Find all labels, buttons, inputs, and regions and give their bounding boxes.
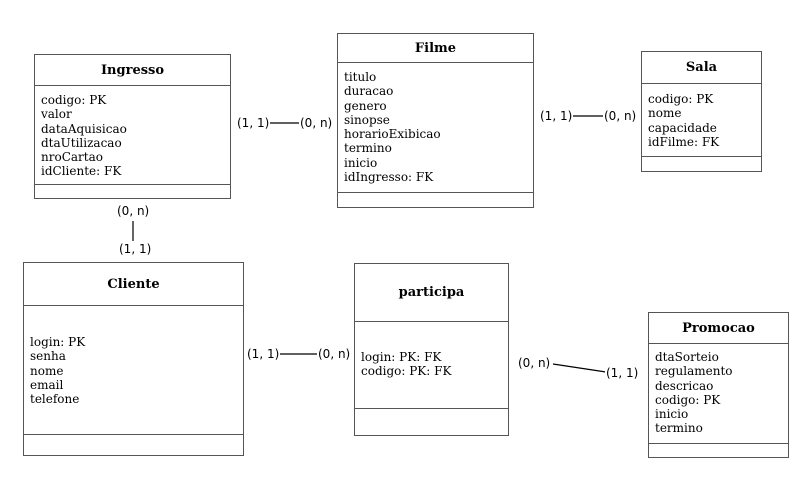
attribute: capacidade [648,120,717,135]
entity-attributes-section [24,306,243,435]
attribute: codigo: PK [648,92,714,106]
cardinality-label: (0, n) [299,116,334,130]
attribute: codigo: PK: FK [361,364,452,379]
entity-title: Ingresso [35,55,230,86]
attribute: genero [344,98,387,113]
entity-attributes-section [642,84,761,157]
attribute: idFilme: FK [648,134,720,149]
entity-title: Cliente [24,263,243,306]
cardinality-label: (1, 1) [539,109,574,123]
attribute: termino [344,141,392,156]
attribute: codigo: PK [655,392,721,407]
attribute-list: login: PK senha nome email telefone [30,335,239,406]
entity-participa[interactable]: participa login: PK: FK codigo: PK: FK [354,263,509,436]
entity-attributes-section [355,322,508,409]
attribute: sinopse [344,112,390,127]
attribute-list: codigo: PK nome capacidade idFilme: FK [648,92,757,149]
attribute: codigo: PK [41,93,107,107]
entity-ingresso[interactable]: Ingresso codigo: PK valor dataAquisicao … [34,54,231,199]
attribute: regulamento [655,364,733,379]
attribute: login: PK: FK [361,350,442,364]
entity-promocao[interactable]: Promocao dtaSorteio regulamento descrica… [648,312,789,458]
attribute-list: codigo: PK valor dataAquisicao dtaUtiliz… [41,93,226,179]
attribute: login: PK [30,335,86,349]
attribute: termino [655,421,703,436]
entity-title: Promocao [649,313,788,344]
entity-attributes-section [649,344,788,444]
attribute: inicio [655,407,689,422]
attribute: telefone [30,392,80,407]
attribute: idIngresso: FK [344,170,434,185]
attribute: inicio [344,155,378,170]
cardinality-label: (0, n) [517,356,552,370]
attribute: email [30,377,64,392]
attribute: dtaSorteio [655,350,719,364]
attribute: nome [648,106,682,121]
attribute: horarioExibicao [344,127,441,142]
cardinality-label: (0, n) [603,109,638,123]
attribute-list: titulo duracao genero sinopse horarioExi… [344,70,529,184]
attribute: valor [41,107,72,122]
entity-attributes-section [35,86,230,185]
attribute: duracao [344,84,394,99]
entity-filme[interactable]: Filme titulo duracao genero sinopse hora… [337,33,534,208]
attribute-list: login: PK: FK codigo: PK: FK [361,350,504,379]
attribute: titulo [344,70,377,84]
entity-attributes-section [338,63,533,193]
entity-cliente[interactable]: Cliente login: PK senha nome email telef… [23,262,244,456]
cardinality-label: (1, 1) [605,366,640,380]
line-participa-promocao [552,363,607,373]
attribute-list: dtaSorteio regulamento descricao codigo:… [655,350,784,436]
cardinality-label: (0, n) [317,347,352,361]
attribute: idCliente: FK [41,164,122,179]
attribute: nome [30,363,64,378]
attribute: descricao [655,378,714,393]
cardinality-label: (0, n) [116,204,151,218]
attribute: dtaUtilizacao [41,135,122,150]
cardinality-label: (1, 1) [236,116,271,130]
entity-sala[interactable]: Sala codigo: PK nome capacidade idFilme:… [641,51,762,172]
attribute: nroCartao [41,150,103,165]
entity-title: Filme [338,34,533,63]
entity-title: participa [355,264,508,322]
attribute: senha [30,349,66,364]
cardinality-label: (1, 1) [246,347,281,361]
cardinality-label: (1, 1) [118,242,153,256]
entity-title: Sala [642,52,761,84]
attribute: dataAquisicao [41,121,127,136]
